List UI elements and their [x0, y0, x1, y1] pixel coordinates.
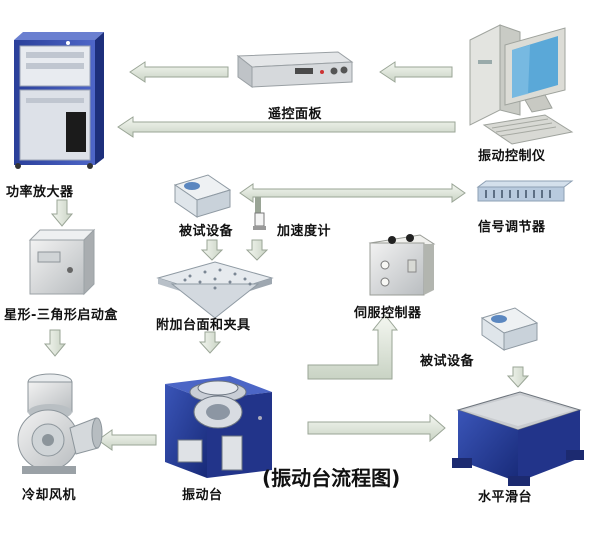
label-fixture: 附加台面和夹具: [156, 318, 251, 333]
label-vibration-controller: 振动控制仪: [478, 149, 546, 164]
arrow-shaker-to-servo: [307, 314, 399, 380]
arrow-remote-to-amplifier: [129, 61, 229, 83]
arrow-specimen-to-slip-table: [506, 366, 530, 388]
arrow-fixture-to-shaker: [198, 331, 222, 354]
arrow-controller-to-remote: [379, 61, 453, 83]
power-amplifier-cabinet: [14, 32, 104, 169]
label-accelerometer: 加速度计: [277, 224, 332, 239]
label-remote-panel: 遥控面板: [268, 107, 323, 122]
label-specimen-top: 被试设备: [179, 224, 234, 239]
specimen-device-top: [173, 174, 232, 218]
arrow-amplifier-to-stardelta: [50, 199, 74, 227]
label-signal-conditioner: 信号调节器: [478, 220, 546, 235]
accelerometer-sensor: [253, 212, 266, 230]
label-specimen-right: 被试设备: [420, 354, 475, 369]
arrow-conditioner-specimen-bidirectional: [239, 183, 466, 213]
label-power-amplifier: 功率放大器: [6, 185, 74, 200]
star-delta-starter-box: [28, 228, 96, 296]
horizontal-slip-table: [452, 391, 584, 486]
label-shaker: 振动台: [182, 488, 223, 503]
arrow-shaker-to-fan: [97, 429, 157, 451]
remote-panel-device: [236, 51, 354, 88]
arrow-controller-to-amplifier: [117, 116, 456, 138]
label-star-delta-box: 星形-三角形启动盒: [4, 308, 118, 323]
label-servo-controller: 伺服控制器: [354, 306, 422, 321]
label-slip-table: 水平滑台: [478, 490, 533, 505]
vibration-controller-pc: [469, 24, 574, 145]
fixture-plate: [156, 261, 274, 319]
servo-controller-device: [368, 234, 436, 296]
shaker-vibration-table: [165, 376, 272, 478]
cooling-fan-device: [17, 373, 103, 474]
arrow-shaker-to-slip-table: [307, 413, 446, 443]
arrow-stardelta-to-fan: [43, 329, 67, 357]
arrow-specimen-to-fixture: [200, 239, 269, 261]
diagram-title: (振动台流程图): [262, 466, 401, 490]
signal-conditioner-device: [476, 180, 574, 202]
specimen-device-right: [480, 307, 539, 351]
label-cooling-fan: 冷却风机: [22, 488, 77, 503]
